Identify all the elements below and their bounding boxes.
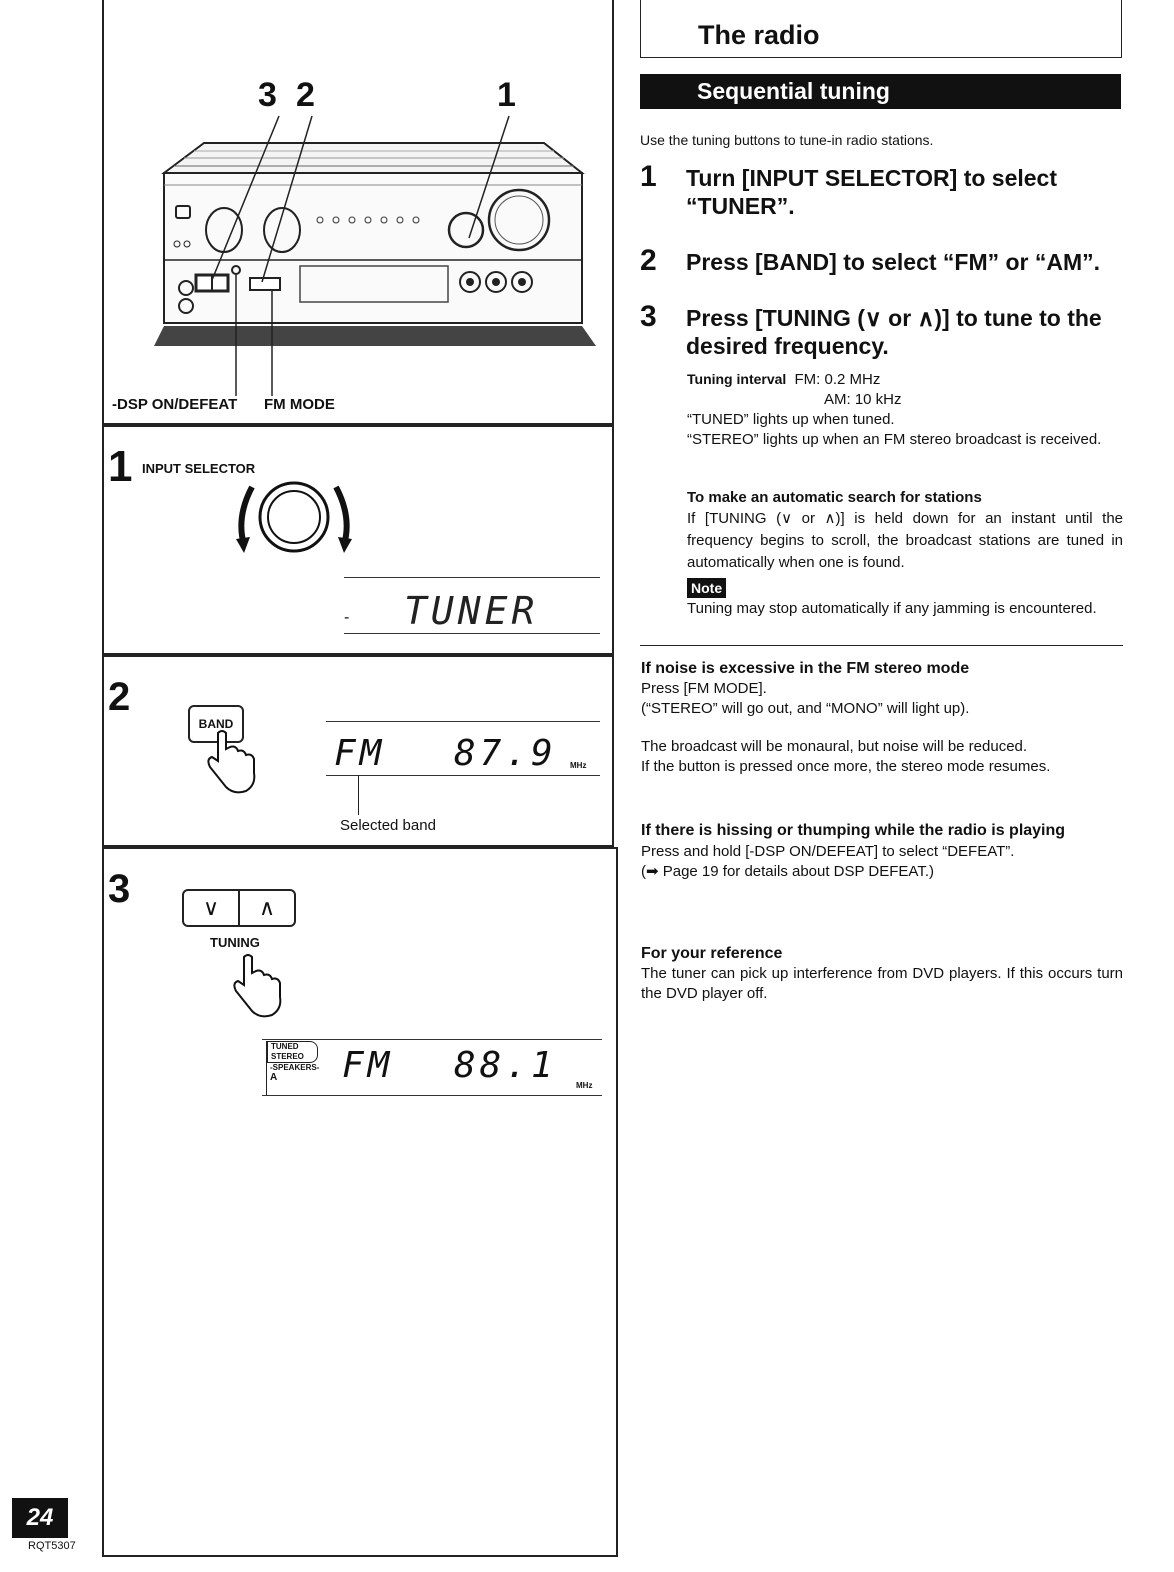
tuning-up-button[interactable]: ∧ — [258, 895, 276, 920]
note-text: Tuning may stop automatically if any jam… — [687, 600, 1097, 617]
hissing-line-1: Press and hold [-DSP ON/DEFEAT] to selec… — [641, 843, 1015, 860]
noise-heading: If noise is excessive in the FM stereo m… — [641, 660, 970, 677]
display-dash: - — [344, 609, 350, 626]
auto-search-block: To make an automatic search for stations… — [687, 488, 1123, 619]
step2-number: 2 — [108, 675, 131, 719]
tuning-label: TUNING — [210, 935, 260, 950]
step3-number: 3 — [108, 867, 131, 911]
band-button-label: BAND — [198, 717, 234, 731]
intro-text: Use the tuning buttons to tune-in radio … — [640, 132, 934, 148]
note-label: Note — [691, 580, 723, 596]
title-box — [640, 0, 1122, 58]
indicator-stereo: STEREO — [271, 1052, 304, 1061]
noise-line-4: If the button is pressed once more, the … — [641, 758, 1051, 775]
step-text: Press [BAND] to select “FM” or “AM”. — [686, 249, 1101, 275]
page-number-badge: 24 — [12, 1498, 68, 1538]
reference-heading: For your reference — [641, 945, 783, 962]
selected-band-caption: Selected band — [340, 817, 436, 834]
display-bottom-line — [344, 633, 600, 634]
step2-panel: 2 BAND FM 87.9 MHz Selected band — [102, 655, 614, 847]
step-number: 1 — [640, 160, 657, 193]
display-unit: MHz — [576, 1081, 593, 1090]
hissing-line-2: (➡ Page 19 for details about DSP DEFEAT.… — [641, 863, 934, 880]
indicator-tuned: TUNED — [271, 1042, 299, 1051]
tuning-down-button[interactable]: ∨ — [184, 891, 240, 925]
model-code: RQT5307 — [28, 1540, 76, 1552]
label-dsp-on-defeat: -DSP ON/DEFEAT — [112, 396, 238, 413]
page-title: The radio — [698, 20, 820, 50]
noise-line-2: (“STEREO” will go out, and “MONO” will l… — [641, 700, 970, 717]
display-top-line — [262, 1039, 602, 1040]
step-number: 3 — [640, 300, 657, 333]
receiver-diagram-panel: 3 2 1 -DSP ON/DEFEAT FM MODE — [102, 0, 614, 425]
callout-3: 3 — [258, 76, 277, 114]
input-selector-knob-icon — [236, 481, 352, 553]
section-title: Sequential tuning — [697, 78, 890, 104]
section-divider — [640, 645, 1123, 646]
callout-1: 1 — [497, 76, 516, 114]
auto-search-text: If [TUNING (∨ or ∧)] is held down for an… — [687, 510, 1123, 571]
receiver-illustration — [154, 115, 596, 396]
display-band-fm: FM — [334, 733, 386, 774]
display-frequency: 88.1 — [454, 1045, 557, 1086]
step-number: 2 — [640, 244, 657, 277]
hissing-block: If there is hissing or thumping while th… — [641, 820, 1121, 882]
note-badge: Note — [687, 578, 727, 598]
page-number: 24 — [26, 1504, 54, 1531]
reference-text: The tuner can pick up interference from … — [641, 965, 1123, 1002]
auto-search-heading: To make an automatic search for stations — [687, 489, 982, 506]
display-unit: MHz — [570, 761, 587, 770]
noise-line-3: The broadcast will be monaural, but nois… — [641, 738, 1028, 755]
noise-block: If noise is excessive in the FM stereo m… — [641, 659, 1121, 777]
tuning-buttons: ∨ ∧ — [182, 889, 296, 927]
display-top-line — [326, 721, 600, 722]
hissing-heading: If there is hissing or thumping while th… — [641, 822, 1066, 839]
band-button[interactable]: BAND — [188, 705, 244, 743]
interval-fm: FM: 0.2 MHz — [794, 371, 881, 388]
display-tuner: TUNER — [404, 589, 539, 633]
pointing-hand-icon — [207, 730, 256, 794]
display-frequency: 87.9 — [454, 733, 557, 774]
display-bottom-line — [262, 1095, 602, 1096]
display-bottom-line — [326, 775, 600, 776]
indicator-speakers: -SPEAKERS- — [270, 1063, 320, 1072]
selected-band-leader — [358, 775, 359, 815]
section-header-bar — [640, 74, 1121, 109]
interval-label: Tuning interval — [687, 371, 787, 387]
indicator-speaker-a: A — [270, 1072, 278, 1083]
step-text: Turn [INPUT SELECTOR] to select “TUNER”. — [686, 165, 1058, 219]
tuning-interval-block: Tuning interval FM: 0.2 MHz AM: 10 kHz “… — [687, 369, 1123, 450]
display-indicators: TUNED STEREO -SPEAKERS- A — [266, 1041, 329, 1095]
noise-line-1: Press [FM MODE]. — [641, 680, 767, 697]
step1-number: 1 — [108, 442, 133, 491]
interval-am: AM: 10 kHz — [824, 391, 902, 408]
display-top-line — [344, 577, 600, 578]
step1-panel: 1 INPUT SELECTOR - TUNER — [102, 425, 614, 655]
tuned-note: “TUNED” lights up when tuned. — [687, 411, 895, 428]
label-fm-mode: FM MODE — [264, 396, 335, 413]
stereo-note: “STEREO” lights up when an FM stereo bro… — [687, 431, 1102, 448]
callout-2: 2 — [296, 76, 315, 114]
reference-block: For your reference The tuner can pick up… — [641, 944, 1123, 1004]
step3-panel: 3 ∨ ∧ TUNING TUNED STEREO -SPEAKERS- A F… — [102, 847, 618, 1557]
input-selector-label: INPUT SELECTOR — [142, 461, 256, 476]
step-text: Press [TUNING (∨ or ∧)] to tune to the d… — [686, 305, 1102, 359]
display-band-fm: FM — [342, 1045, 394, 1086]
pointing-hand-icon — [233, 954, 282, 1018]
